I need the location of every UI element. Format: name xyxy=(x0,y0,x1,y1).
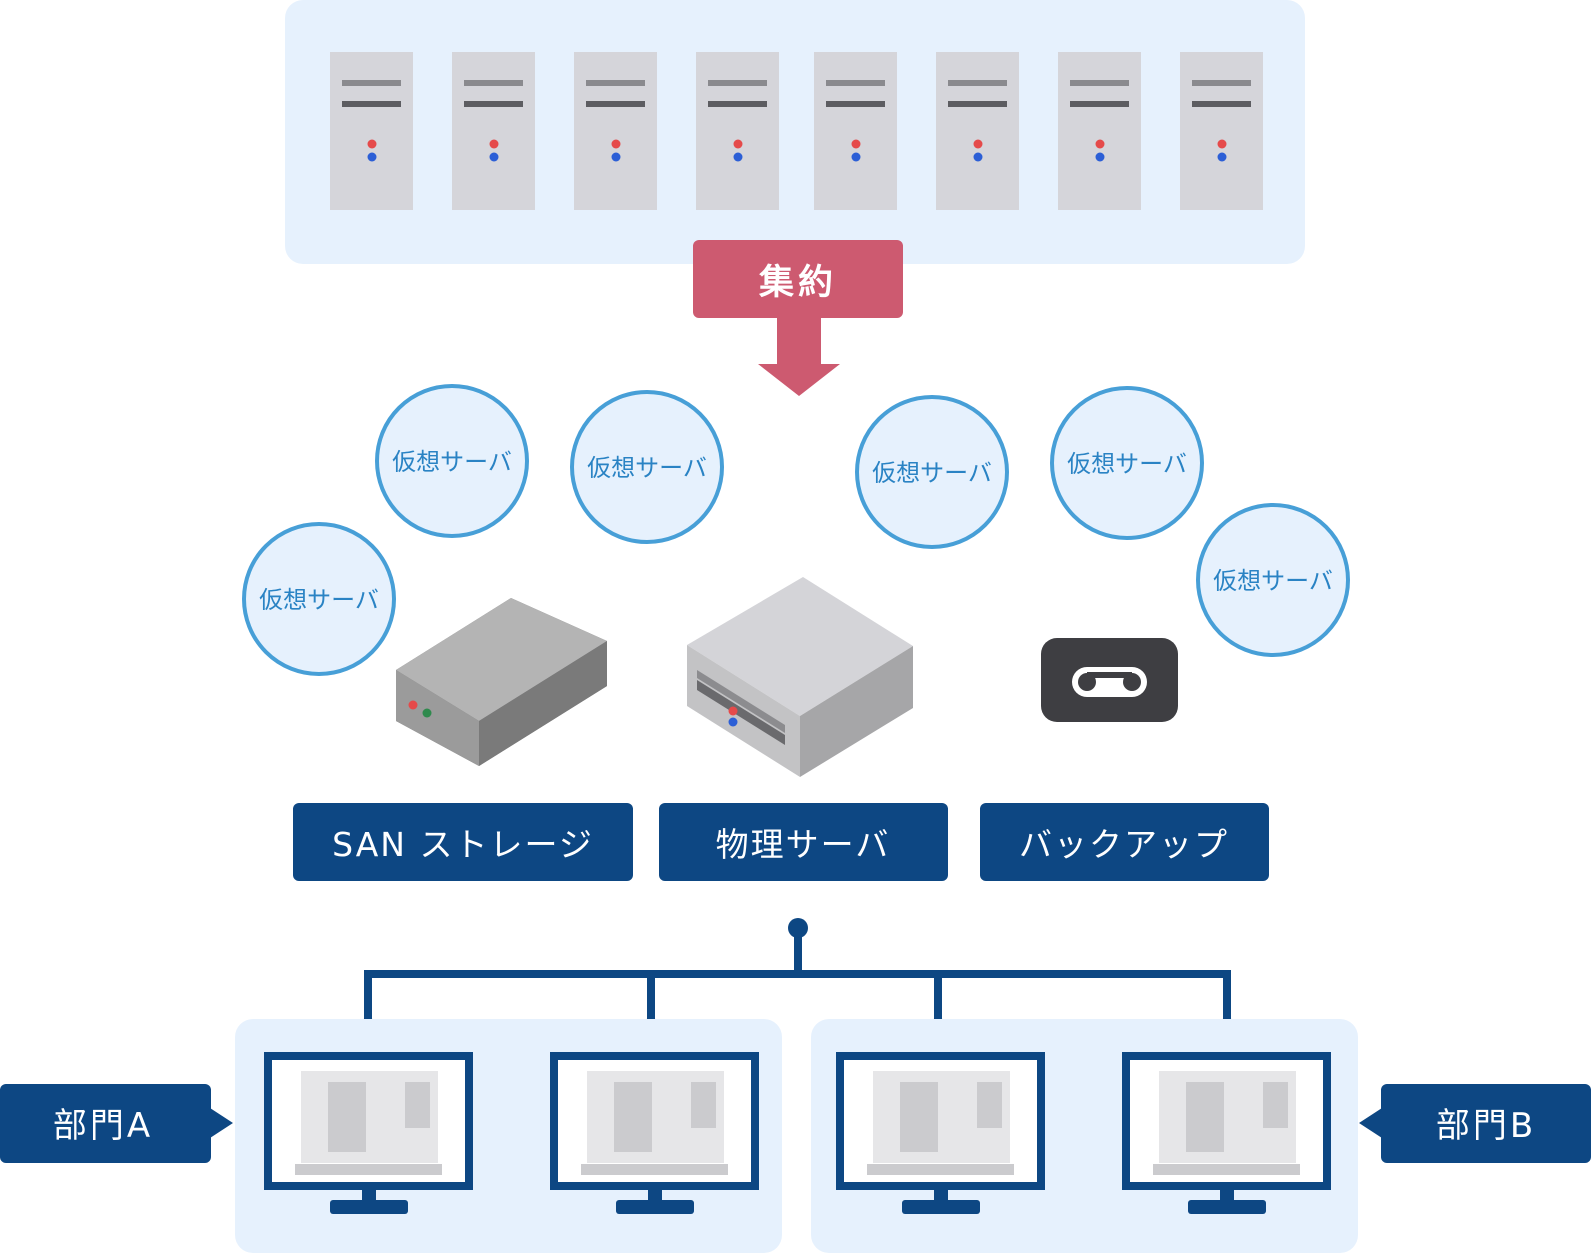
virtual-server-label: 仮想サーバ xyxy=(587,454,707,482)
client-pcs-group xyxy=(264,1052,1331,1214)
arrow-shaft xyxy=(777,317,821,365)
virtual-servers-group: 仮想サーバ仮想サーバ仮想サーバ仮想サーバ仮想サーバ仮想サーバ xyxy=(242,384,1350,676)
virtual-server-bubble: 仮想サーバ xyxy=(375,384,529,538)
legacy-server-icon xyxy=(574,52,657,210)
network-root-node xyxy=(788,918,808,938)
legacy-server-icon xyxy=(696,52,779,210)
legacy-server-icon xyxy=(1058,52,1141,210)
client-pc-icon xyxy=(836,1052,1045,1214)
virtual-server-label: 仮想サーバ xyxy=(1213,567,1333,595)
virtual-server-bubble: 仮想サーバ xyxy=(1196,503,1350,657)
client-pc-icon xyxy=(1122,1052,1331,1214)
backup-label: バックアップ xyxy=(1019,825,1229,864)
department-a-tag: 部門A xyxy=(0,1084,233,1163)
virtual-server-label: 仮想サーバ xyxy=(259,586,379,614)
virtual-server-bubble: 仮想サーバ xyxy=(242,522,396,676)
legacy-server-icon xyxy=(936,52,1019,210)
virtual-server-bubble: 仮想サーバ xyxy=(570,390,724,544)
consolidation-label-box xyxy=(693,240,903,318)
legacy-servers-group xyxy=(330,52,1263,210)
backup-label-box xyxy=(980,803,1269,881)
department-a-label: 部門A xyxy=(53,1106,153,1146)
legacy-server-icon xyxy=(1180,52,1263,210)
network-lines xyxy=(364,928,1231,1028)
arrow-head-icon xyxy=(758,364,840,396)
client-pc-icon xyxy=(264,1052,473,1214)
equipment-labels: SAN ストレージ 物理サーバ バックアップ xyxy=(293,803,1269,881)
virtual-server-label: 仮想サーバ xyxy=(1067,450,1187,478)
legacy-server-icon xyxy=(330,52,413,210)
consolidation-label: 集約 xyxy=(758,263,837,303)
department-b-label: 部門B xyxy=(1436,1106,1536,1146)
consolidation-arrow: 集約 xyxy=(693,240,903,396)
san-storage-label: SAN ストレージ xyxy=(332,825,594,864)
san-storage-label-box xyxy=(293,803,633,881)
virtual-server-bubble: 仮想サーバ xyxy=(1050,386,1204,540)
san-storage-device-icon xyxy=(396,598,607,766)
legacy-servers-panel xyxy=(285,0,1305,264)
backup-tape-icon xyxy=(1041,638,1178,722)
virtual-server-label: 仮想サーバ xyxy=(872,459,992,487)
virtual-server-bubble: 仮想サーバ xyxy=(855,395,1009,549)
physical-server-label-box xyxy=(659,803,948,881)
client-pc-icon xyxy=(550,1052,759,1214)
physical-server-device-icon xyxy=(687,577,913,777)
legacy-server-icon xyxy=(452,52,535,210)
physical-server-label: 物理サーバ xyxy=(716,825,891,864)
department-b-tag: 部門B xyxy=(1359,1084,1591,1163)
legacy-server-icon xyxy=(814,52,897,210)
virtual-server-label: 仮想サーバ xyxy=(392,448,512,476)
